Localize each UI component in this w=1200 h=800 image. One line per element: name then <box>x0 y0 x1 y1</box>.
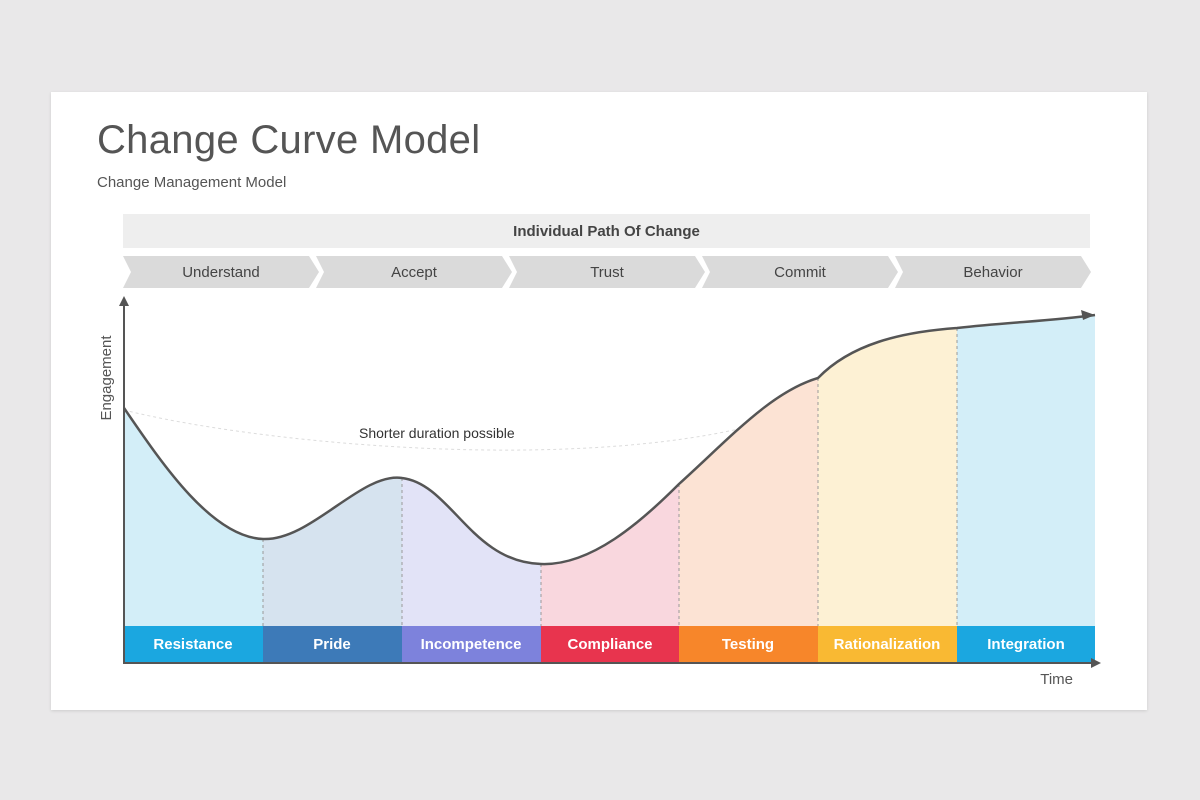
stage-fill-pride <box>263 315 402 628</box>
path-banner: Individual Path Of Change <box>123 214 1090 248</box>
step-understand: Understand <box>123 256 319 288</box>
stage-label-resistance: Resistance <box>153 636 232 653</box>
stage-bar-rationalization <box>818 626 957 662</box>
stage-bar-resistance <box>124 626 263 662</box>
curve-arrowhead <box>1081 310 1095 320</box>
stage-fill-rationalization <box>818 315 957 628</box>
x-axis-label: Time <box>1040 671 1073 688</box>
step-label: Understand <box>182 263 260 281</box>
chevron-shape <box>123 256 319 288</box>
stage-label-integration: Integration <box>987 636 1065 653</box>
step-behavior: Behavior <box>895 256 1091 288</box>
step-label: Accept <box>391 263 437 281</box>
stage-fill-integration <box>957 315 1095 628</box>
stage-label-pride: Pride <box>313 636 351 653</box>
stage-bar-incompetence <box>402 626 541 662</box>
shorter-duration-path <box>123 409 744 451</box>
step-trust: Trust <box>509 256 705 288</box>
annotation-label: Shorter duration possible <box>359 425 515 441</box>
stage-bar-pride <box>263 626 402 662</box>
step-commit: Commit <box>702 256 898 288</box>
stage-fill-resistance <box>124 315 263 628</box>
chevron-shape <box>895 256 1091 288</box>
stage-dividers <box>262 328 958 626</box>
stage-bar-compliance <box>541 626 679 662</box>
stage-bar-testing <box>679 626 818 662</box>
page-subtitle: Change Management Model <box>97 174 287 191</box>
stage-label-testing: Testing <box>722 636 774 653</box>
change-curve-line <box>122 313 1096 566</box>
stage-label-compliance: Compliance <box>567 636 652 653</box>
change-curve-diagram: Shorter duration possible Resistance Pri… <box>98 296 1101 688</box>
axes: Engagement Time <box>98 296 1101 688</box>
chevron-shape <box>316 256 512 288</box>
slide: Change Curve Model Change Management Mod… <box>51 92 1147 710</box>
x-axis-arrowhead <box>1091 658 1101 668</box>
step-label: Behavior <box>963 263 1023 281</box>
chevron-shape <box>509 256 705 288</box>
stage-label-rationalization: Rationalization <box>834 636 941 653</box>
step-chevrons: Understand Accept Trust Commit Behavior <box>123 256 1091 288</box>
page-title: Change Curve Model <box>97 118 481 162</box>
stage-bar-integration <box>957 626 1095 662</box>
step-label: Trust <box>590 263 624 281</box>
y-axis-arrowhead <box>119 296 129 306</box>
y-axis-label: Engagement <box>98 335 115 421</box>
chevron-shape <box>702 256 898 288</box>
step-accept: Accept <box>316 256 512 288</box>
stage-fill-testing <box>679 315 818 628</box>
step-label: Commit <box>774 263 826 281</box>
stage-fill-group <box>124 315 1095 628</box>
stage-fill-incompetence <box>402 315 541 628</box>
stage-fill-compliance <box>541 315 679 628</box>
stage-label-incompetence: Incompetence <box>421 636 522 653</box>
stage-bars: Resistance Pride Incompetence Compliance… <box>124 626 1095 662</box>
